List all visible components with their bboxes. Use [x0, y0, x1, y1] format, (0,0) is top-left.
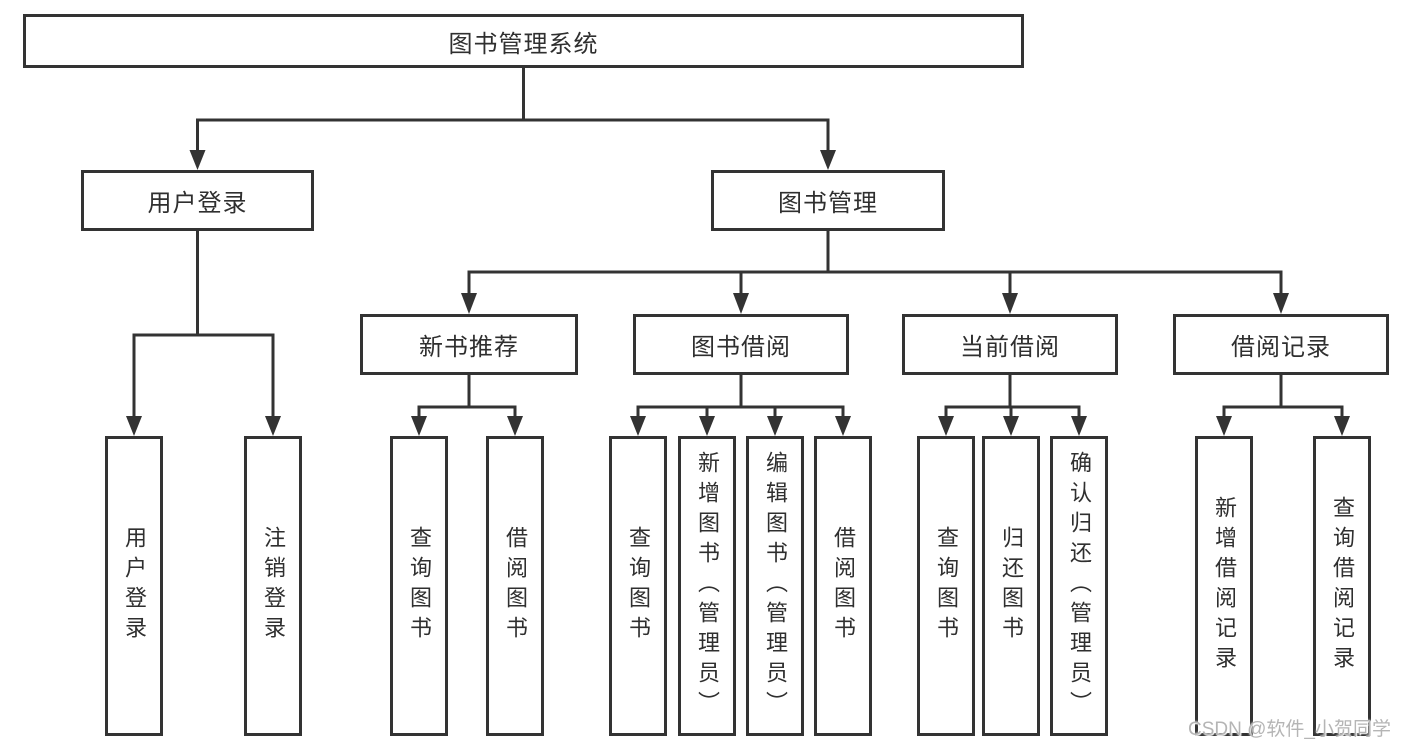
node-label: 查询图书: [626, 526, 651, 646]
node-label: 确认归还︵管理员︶: [1067, 451, 1092, 721]
leaf-borrow-books-recommend: 借阅图书: [486, 436, 544, 736]
node-label: 查询图书: [934, 526, 959, 646]
node-label: 借阅图书: [503, 526, 528, 646]
node-label: 图书管理系统: [448, 30, 599, 58]
node-book-borrowing: 图书借阅: [633, 314, 849, 375]
node-label: 用户登录: [147, 190, 248, 217]
leaf-confirm-return-admin: 确认归还︵管理员︶: [1050, 436, 1108, 736]
node-label: 新书推荐: [419, 334, 519, 361]
leaf-logout: 注销登录: [244, 436, 302, 736]
leaf-query-books-borrowing: 查询图书: [609, 436, 667, 736]
node-borrowing-records: 借阅记录: [1173, 314, 1389, 375]
node-label: 注销登录: [261, 526, 286, 646]
node-label: 借阅图书: [831, 526, 856, 646]
leaf-add-borrow-record: 新增借阅记录: [1195, 436, 1253, 736]
node-label: 图书管理: [778, 190, 878, 217]
node-label: 编辑图书︵管理员︶: [763, 451, 788, 721]
node-current-borrowing: 当前借阅: [902, 314, 1118, 375]
node-label: 当前借阅: [960, 334, 1060, 361]
node-library-management-system: 图书管理系统: [23, 14, 1024, 68]
leaf-query-books-current: 查询图书: [917, 436, 975, 736]
node-user-login: 用户登录: [81, 170, 314, 231]
node-label: 图书借阅: [691, 334, 791, 361]
node-label: 借阅记录: [1231, 334, 1331, 361]
node-label: 新增借阅记录: [1212, 496, 1237, 676]
leaf-return-books: 归还图书: [982, 436, 1040, 736]
node-label: 用户登录: [122, 526, 147, 646]
leaf-add-book-admin: 新增图书︵管理员︶: [678, 436, 736, 736]
leaf-query-books-recommend: 查询图书: [390, 436, 448, 736]
node-label: 查询图书: [407, 526, 432, 646]
node-new-book-recommendation: 新书推荐: [360, 314, 578, 375]
csdn-watermark: CSDN @软件_小贺同学: [1188, 719, 1391, 740]
node-label: 查询借阅记录: [1330, 496, 1355, 676]
leaf-query-borrow-record: 查询借阅记录: [1313, 436, 1371, 736]
node-book-management: 图书管理: [711, 170, 945, 231]
node-label: 新增图书︵管理员︶: [695, 451, 720, 721]
node-label: 归还图书: [999, 526, 1024, 646]
leaf-borrow-books: 借阅图书: [814, 436, 872, 736]
leaf-user-login: 用户登录: [105, 436, 163, 736]
leaf-edit-book-admin: 编辑图书︵管理员︶: [746, 436, 804, 736]
